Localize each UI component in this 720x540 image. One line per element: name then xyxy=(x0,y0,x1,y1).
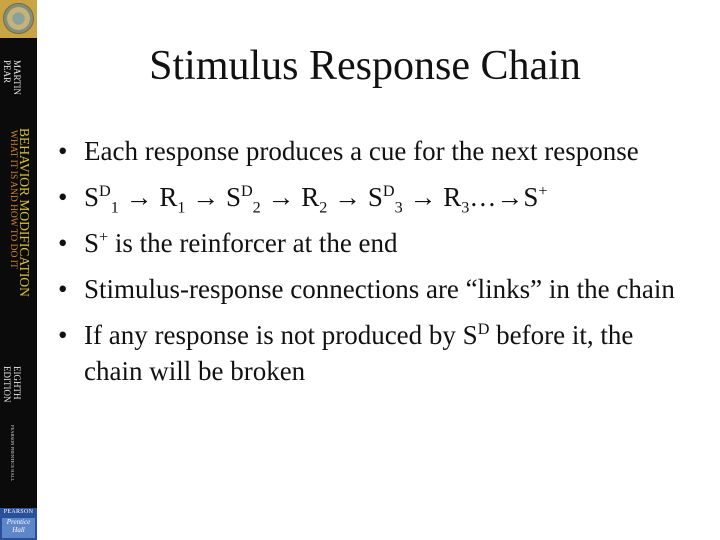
edition-line: EIGHTH xyxy=(12,366,22,400)
superscript: D xyxy=(99,182,111,200)
bullet-list: • Each response produces a cue for the ne… xyxy=(58,133,698,399)
book-spine-sidebar: MARTIN PEAR BEHAVIOR MODIFICATION WHAT I… xyxy=(0,0,37,540)
bullet-text: …→S xyxy=(469,182,539,212)
bullet-item: • Each response produces a cue for the ne… xyxy=(58,133,698,169)
bullet-dot: • xyxy=(58,228,68,258)
bullet-text: → S xyxy=(327,182,383,212)
bullet-text: → R xyxy=(118,182,178,212)
book-edition: EIGHTH EDITION xyxy=(2,366,22,403)
bullet-dot: • xyxy=(58,320,68,350)
superscript: D xyxy=(477,320,490,338)
bullet-text: → R xyxy=(260,182,320,212)
pearson-name: PEARSON xyxy=(3,509,34,515)
subscript: 2 xyxy=(252,198,261,217)
bullet-item: •SD1 → R1 → SD2 → R2 → SD3 → R3…→S+ xyxy=(58,179,698,215)
book-title: BEHAVIOR MODIFICATION xyxy=(17,128,32,297)
logo-line: Hall xyxy=(12,526,25,534)
subscript: 1 xyxy=(177,198,186,217)
bullet-text: Stimulus-response connections are “links… xyxy=(84,274,675,304)
subscript: 3 xyxy=(461,198,470,217)
publisher-text: PEARSON PRENTICE HALL xyxy=(10,425,15,482)
bullet-text: S xyxy=(84,182,100,212)
bullet-text: before it, the chain will be broken xyxy=(84,320,634,386)
bullet-text: If any response is not produced by S xyxy=(84,320,478,350)
edition-line: EDITION xyxy=(2,366,12,403)
bullet-text: is the reinforcer at the end xyxy=(108,228,398,258)
subscript: 2 xyxy=(319,198,328,217)
bullet-dot: • xyxy=(58,274,68,304)
superscript: D xyxy=(382,182,395,200)
bullet-text: Each response produces a cue for the nex… xyxy=(84,136,639,166)
bullet-text: S xyxy=(84,228,100,258)
bullet-text: → R xyxy=(402,182,462,212)
book-subtitle: WHAT IT IS AND HOW TO DO IT xyxy=(8,130,18,269)
superscript: + xyxy=(538,182,548,200)
subscript: 3 xyxy=(394,198,403,217)
superscript: + xyxy=(99,228,109,246)
slide-title: Stimulus Response Chain xyxy=(149,43,581,89)
book-authors: MARTIN PEAR xyxy=(2,60,22,95)
logo-line: Prentice xyxy=(6,518,31,526)
bullet-text: → S xyxy=(185,182,241,212)
subscript: 1 xyxy=(110,198,119,217)
bullet-item: • Stimulus-response connections are “link… xyxy=(58,271,698,307)
author-line: PEAR xyxy=(2,60,12,84)
bullet-dot: • xyxy=(58,136,68,166)
bullet-item: • S+ is the reinforcer at the end xyxy=(58,225,698,261)
bullet-item: • If any response is not produced by SD b… xyxy=(58,317,698,389)
bullet-dot: • xyxy=(58,182,68,212)
author-line: MARTIN xyxy=(12,60,22,95)
book-cover-emblem xyxy=(0,0,37,38)
superscript: D xyxy=(240,182,253,200)
